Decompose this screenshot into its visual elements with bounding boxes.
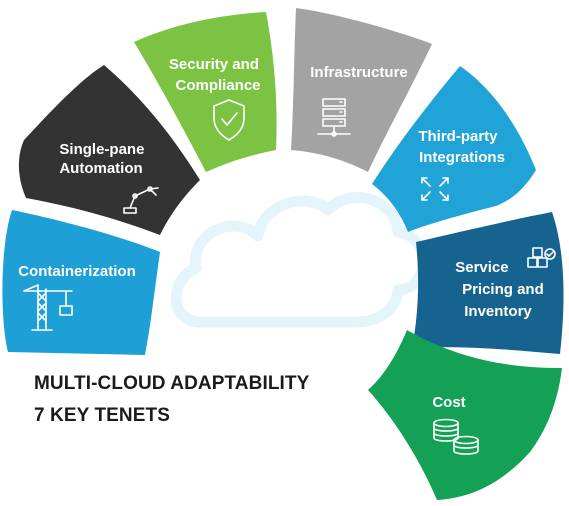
tenet-infrastructure: Infrastructure (291, 8, 432, 172)
tenet-label: Third-party (418, 128, 498, 145)
tenet-label: Pricing and (462, 281, 544, 298)
tenet-label: Containerization (18, 263, 136, 280)
coins-icon (433, 418, 479, 455)
diagram-title-line2: 7 KEY TENETS (34, 405, 170, 426)
tenet-label: Automation (59, 160, 142, 177)
crane-icon (23, 284, 73, 331)
tenet-label: Security and (169, 56, 259, 73)
tenet-containerization: Containerization (2, 210, 160, 355)
segment-shape (412, 212, 564, 354)
robotic-arm-icon (123, 186, 159, 214)
tenet-label: Compliance (175, 77, 260, 94)
svg-text:Service Pricing and: Service Pricing and Inventory (455, 259, 548, 320)
svg-text:Single-pane Automation: Single-pane Automation (59, 141, 148, 177)
tenet-label: Cost (432, 394, 465, 411)
svg-text:Third-party Integrations: Third-party Integrations (418, 128, 505, 166)
integration-arrows-icon (421, 177, 449, 201)
segment-shape (134, 12, 277, 172)
segment-shape (368, 330, 562, 500)
tenet-security-compliance: Security and Compliance (134, 12, 277, 172)
svg-text:Security and Compliance: Security and Compliance (169, 56, 263, 94)
tenet-cost: Cost (368, 330, 562, 500)
tenet-third-party-integrations: Third-party Integrations (372, 66, 536, 232)
svg-text:Cost: Cost (432, 394, 465, 411)
server-network-icon (317, 98, 351, 137)
tenet-label: Infrastructure (310, 64, 408, 81)
svg-text:Infrastructure: Infrastructure (310, 64, 408, 81)
boxes-check-icon (527, 247, 556, 268)
tenet-service-pricing-inventory: Service Pricing and Inventory (412, 212, 564, 354)
tenet-label: Integrations (419, 149, 505, 166)
segment-shape (18, 65, 201, 235)
tenet-label: Single-pane (59, 141, 144, 158)
tenet-label: Inventory (464, 303, 532, 320)
segment-shape (2, 210, 160, 355)
diagram-title-line1: MULTI-CLOUD ADAPTABILITY (34, 373, 310, 394)
cloud-icon (170, 191, 429, 328)
segment-shape (372, 66, 536, 232)
tenet-single-pane-automation: Single-pane Automation (18, 65, 201, 235)
tenet-label: Service (455, 259, 508, 276)
shield-check-icon (213, 99, 245, 141)
svg-text:Containerization: Containerization (18, 263, 136, 280)
segment-shape (291, 8, 432, 172)
